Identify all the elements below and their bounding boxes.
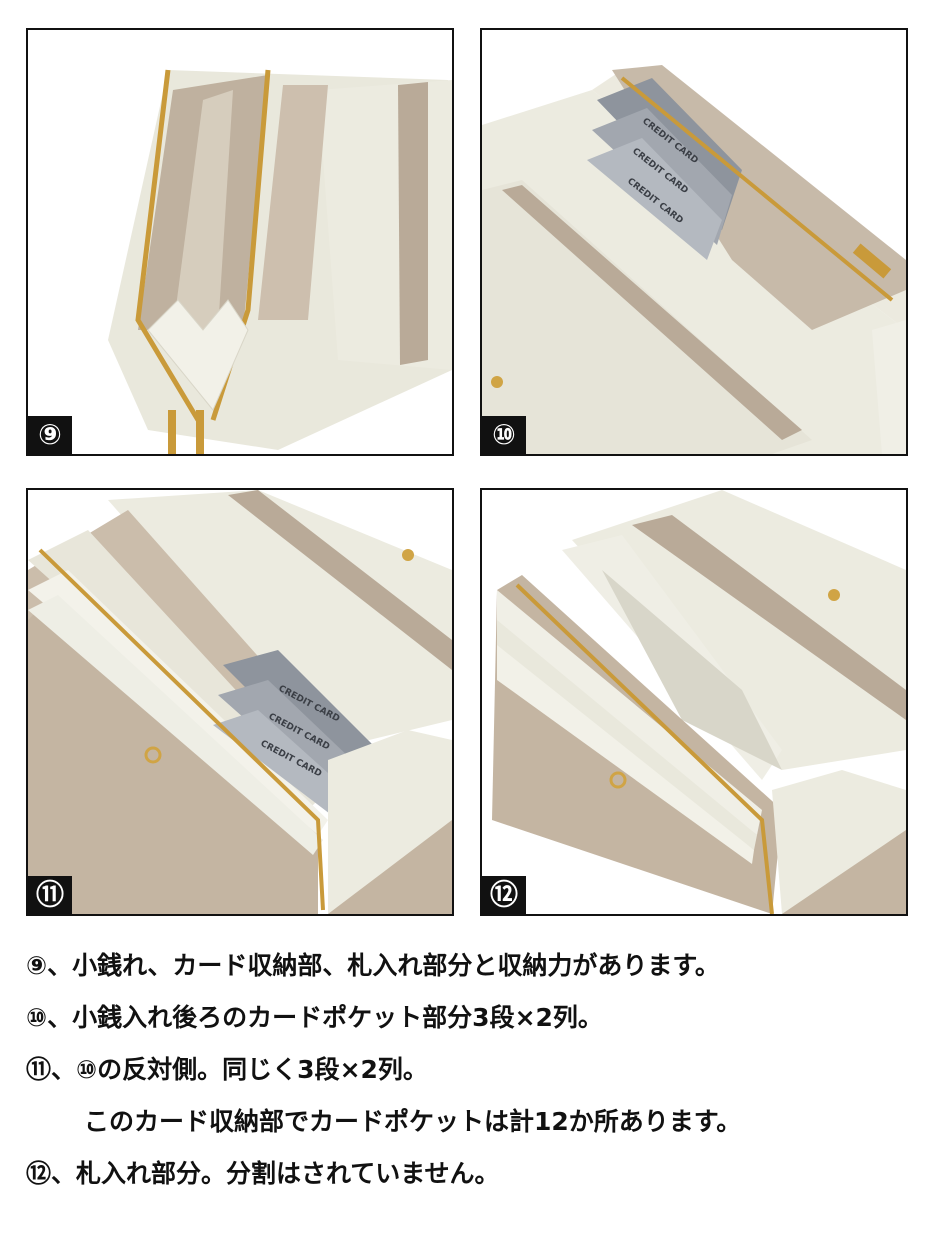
wallet-image-11: CREDIT CARD CREDIT CARD CREDIT CARD (28, 490, 452, 914)
photo-number-badge: ⑪ (28, 876, 72, 914)
photo-number-badge: ⑨ (28, 416, 72, 454)
caption-11: ⑪、⑩の反対側。同じく3段×2列。 (26, 1055, 428, 1084)
wallet-image-10: CREDIT CARD CREDIT CARD CREDIT CARD (482, 30, 906, 454)
captions: ⑨、小銭れ、カード収納部、札入れ部分と収納力があります。 ⑩、小銭入れ後ろのカー… (26, 940, 916, 1200)
caption-9: ⑨、小銭れ、カード収納部、札入れ部分と収納力があります。 (26, 951, 720, 980)
photo-coin-purse-open: ⑨ (26, 28, 454, 456)
wallet-image-12 (482, 490, 906, 914)
wallet-image-9 (28, 30, 452, 454)
caption-12: ⑫、札入れ部分。分割はされていません。 (26, 1159, 500, 1188)
credit-card-stack (587, 78, 742, 260)
photo-bill-compartment: ⑫ (480, 488, 908, 916)
photo-card-pockets-back: CREDIT CARD CREDIT CARD CREDIT CARD ⑩ (480, 28, 908, 456)
photo-number-badge: ⑩ (482, 416, 526, 454)
photo-card-pockets-front: CREDIT CARD CREDIT CARD CREDIT CARD ⑪ (26, 488, 454, 916)
caption-11-continued: このカード収納部でカードポケットは計12か所あります。 (84, 1107, 742, 1136)
caption-10: ⑩、小銭入れ後ろのカードポケット部分3段×2列。 (26, 1003, 603, 1032)
photo-number-badge: ⑫ (482, 876, 526, 914)
